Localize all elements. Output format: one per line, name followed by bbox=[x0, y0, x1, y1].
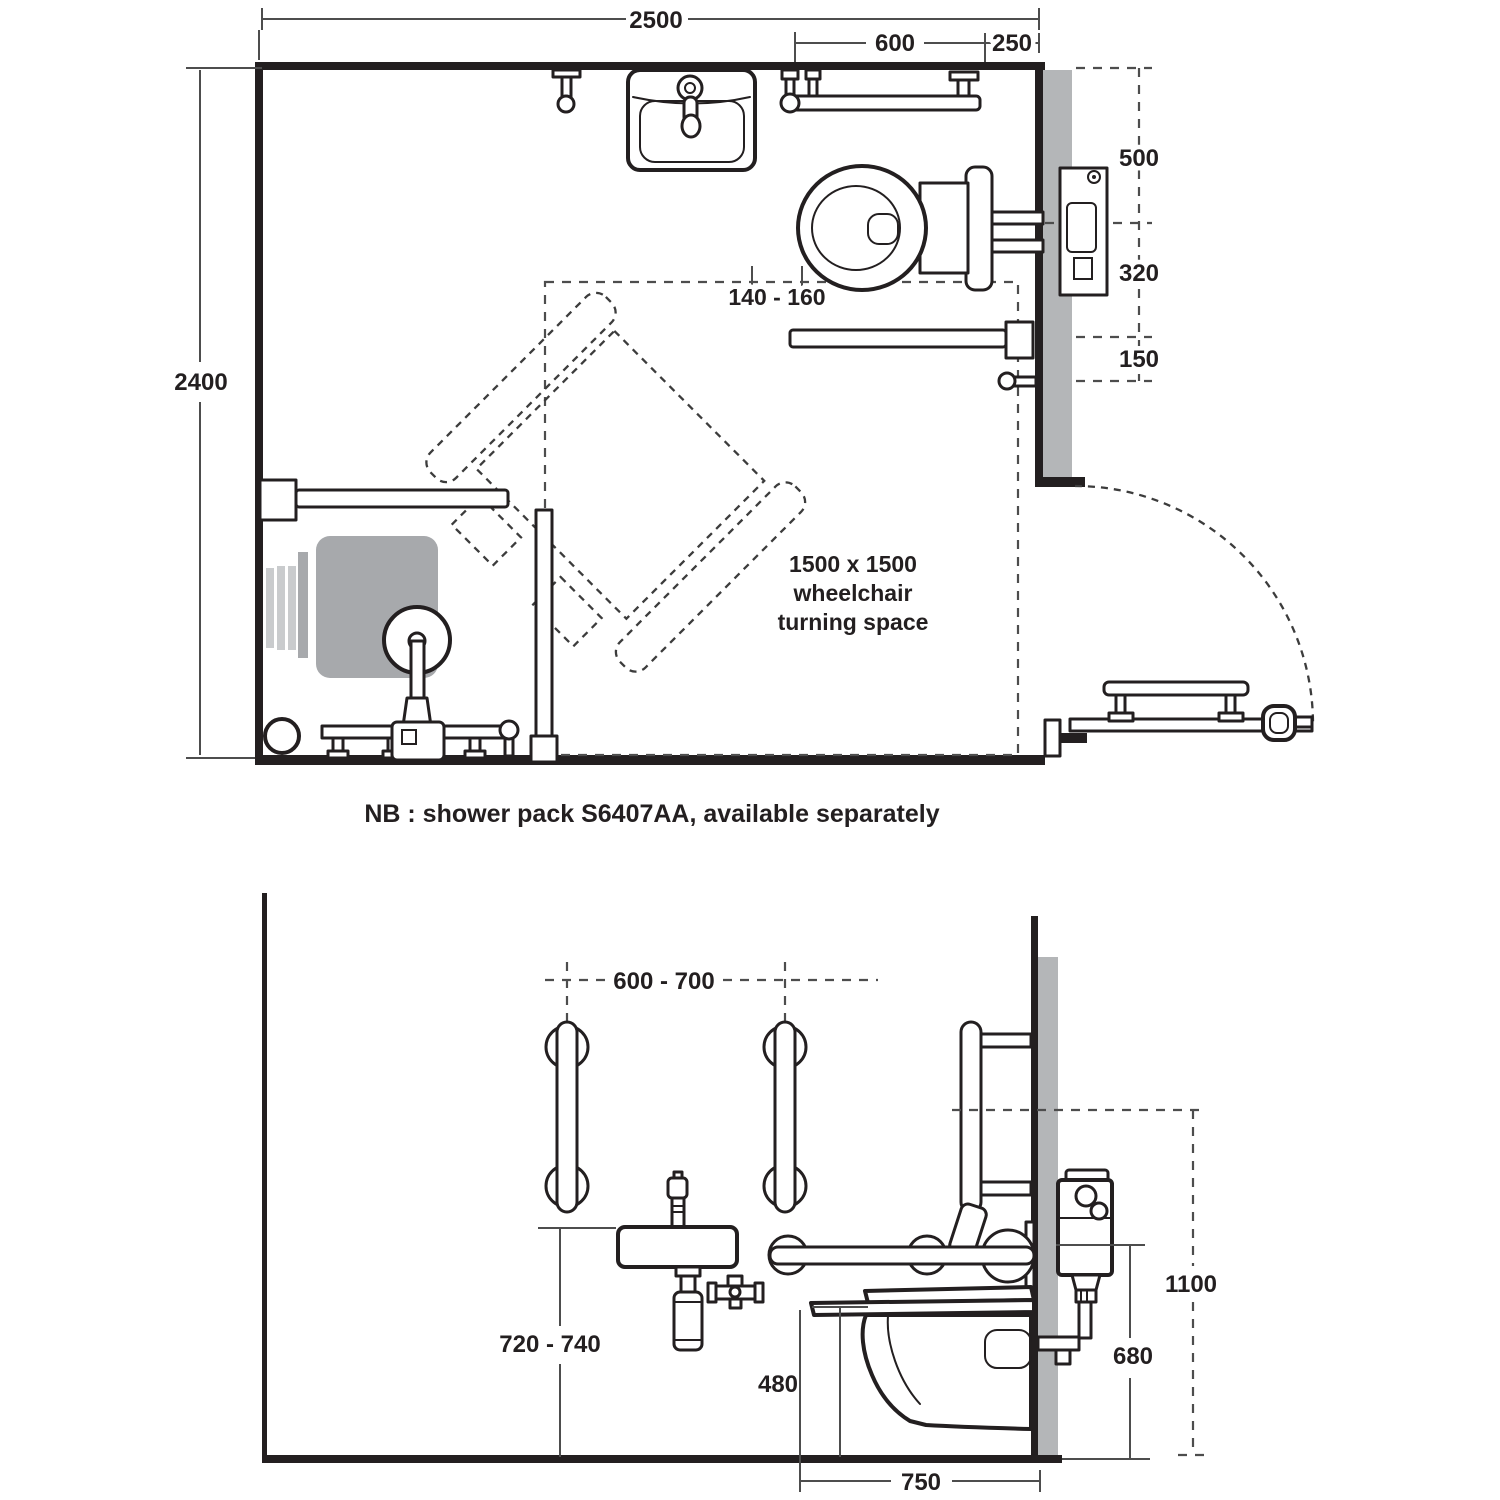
basin-tap-elevation bbox=[666, 1170, 689, 1230]
grab-rail-top-plan bbox=[779, 68, 982, 114]
plan-view: 2500 600 250 2400 bbox=[170, 3, 1315, 765]
floor-drain-icon bbox=[263, 717, 301, 755]
dim-wc-projection: 750 bbox=[799, 1310, 1041, 1500]
wc-elevation bbox=[809, 1285, 1036, 1431]
wheelchair-seat bbox=[474, 329, 766, 621]
shower-controls-plan bbox=[320, 719, 520, 762]
plan-left-wall bbox=[255, 62, 263, 765]
grab-rail-vertical-2-elevation bbox=[762, 1020, 808, 1214]
wc-pan-plan bbox=[796, 164, 928, 292]
turning-space-label-line2: wheelchair bbox=[793, 580, 913, 606]
wall-hook-plan bbox=[997, 371, 1038, 391]
dim-label-2500: 2500 bbox=[629, 7, 682, 34]
elevation-left-wall bbox=[262, 893, 267, 1460]
dim-plan-rail: 600 250 bbox=[794, 26, 1040, 62]
dim-label-500: 500 bbox=[1119, 145, 1159, 172]
dim-seat-height: 480 bbox=[753, 1306, 868, 1457]
plan-top-wall bbox=[255, 62, 1045, 70]
wc-pan-elevation bbox=[860, 1313, 1033, 1431]
turning-space-label-line3: turning space bbox=[778, 609, 929, 635]
plan-door-jamb bbox=[1035, 477, 1085, 487]
flush-pipe bbox=[1077, 1300, 1093, 1340]
plan-right-wall bbox=[1035, 62, 1043, 485]
flush-panel-icon bbox=[1066, 202, 1097, 253]
wheelchair-left-wheel bbox=[425, 291, 617, 484]
wc-backrest-plan bbox=[964, 165, 994, 292]
door-pull-rail bbox=[1102, 680, 1250, 723]
elevation-walls bbox=[262, 893, 1062, 1463]
wheelchair-footplate-left bbox=[450, 494, 523, 568]
elevation-view: 600 - 700 bbox=[262, 893, 1222, 1500]
grab-rail-wall-elevation bbox=[959, 1020, 1033, 1214]
door-lock bbox=[1261, 704, 1314, 742]
dim-label-150: 150 bbox=[1119, 346, 1159, 373]
grab-rail-left-plan bbox=[258, 478, 510, 522]
shower-pack-note: NB : shower pack S6407AA, available sepa… bbox=[364, 800, 939, 828]
plan-threshold-step bbox=[1043, 718, 1062, 758]
dim-label-140-160: 140 - 160 bbox=[728, 284, 825, 310]
wc-plan bbox=[796, 164, 1045, 292]
dim-label-1100: 1100 bbox=[1165, 1271, 1217, 1298]
mixing-valve-icon bbox=[706, 1274, 765, 1310]
wheelchair-right-wheel bbox=[614, 481, 807, 673]
plan-threshold-return bbox=[1060, 733, 1087, 743]
grab-rail-vertical-1-elevation bbox=[544, 1020, 590, 1214]
door-plan bbox=[1068, 484, 1315, 742]
turning-space: 1500 x 1500 wheelchair turning space bbox=[425, 280, 1020, 757]
dim-plan-width: 2500 bbox=[258, 3, 1040, 60]
elevation-floor bbox=[262, 1455, 1062, 1463]
dim-label-720-740: 720 - 740 bbox=[499, 1331, 600, 1358]
dim-label-680: 680 bbox=[1113, 1343, 1153, 1370]
washbasin-plan bbox=[626, 68, 757, 172]
dim-elevation-rail-spacing: 600 - 700 bbox=[545, 962, 878, 1040]
shower-riser-plan bbox=[529, 508, 559, 764]
dim-label-320: 320 bbox=[1119, 260, 1159, 287]
dim-plan-depth: 2400 bbox=[170, 67, 262, 759]
turning-space-label-line1: 1500 x 1500 bbox=[789, 551, 917, 577]
robe-hook-plan bbox=[551, 68, 582, 114]
wc-seat-elevation bbox=[809, 1298, 1036, 1317]
basin-bowl-elevation bbox=[616, 1225, 739, 1269]
dim-rail-height: 680 bbox=[1056, 1244, 1158, 1460]
dim-label-2400: 2400 bbox=[174, 369, 227, 396]
door-swing-arc bbox=[1074, 484, 1315, 725]
dim-cistern-height: 1100 bbox=[952, 1108, 1222, 1457]
dim-label-750: 750 bbox=[901, 1469, 941, 1496]
robe-hook-icon bbox=[556, 94, 576, 114]
wall-hook-icon bbox=[997, 371, 1017, 391]
dim-basin-height: 720 - 740 bbox=[495, 1227, 616, 1457]
drop-down-rail-plan bbox=[788, 320, 1035, 360]
elevation-right-wall bbox=[1031, 916, 1038, 1457]
dim-label-250: 250 bbox=[992, 30, 1032, 57]
shower-handset-plan bbox=[382, 605, 452, 728]
cistern-plan bbox=[1058, 166, 1109, 297]
flush-button-icon bbox=[1074, 1184, 1098, 1208]
dim-label-600: 600 bbox=[875, 30, 915, 57]
fold-down-rail-elevation bbox=[767, 1202, 1036, 1292]
washbasin-elevation bbox=[616, 1170, 765, 1352]
dim-label-600-700: 600 - 700 bbox=[613, 968, 714, 995]
elevation-right-wall-finish bbox=[1038, 957, 1058, 1455]
shower-area-plan bbox=[258, 478, 559, 764]
dim-basin-to-wc: 140 - 160 bbox=[724, 266, 830, 315]
door-lock-icon bbox=[1261, 704, 1297, 742]
basin-trap-elevation bbox=[672, 1265, 704, 1352]
shower-mixer-valve bbox=[390, 720, 446, 762]
plan-bottom-wall bbox=[255, 755, 1045, 765]
cistern-elevation bbox=[1036, 1168, 1114, 1366]
dim-label-480: 480 bbox=[758, 1371, 798, 1398]
